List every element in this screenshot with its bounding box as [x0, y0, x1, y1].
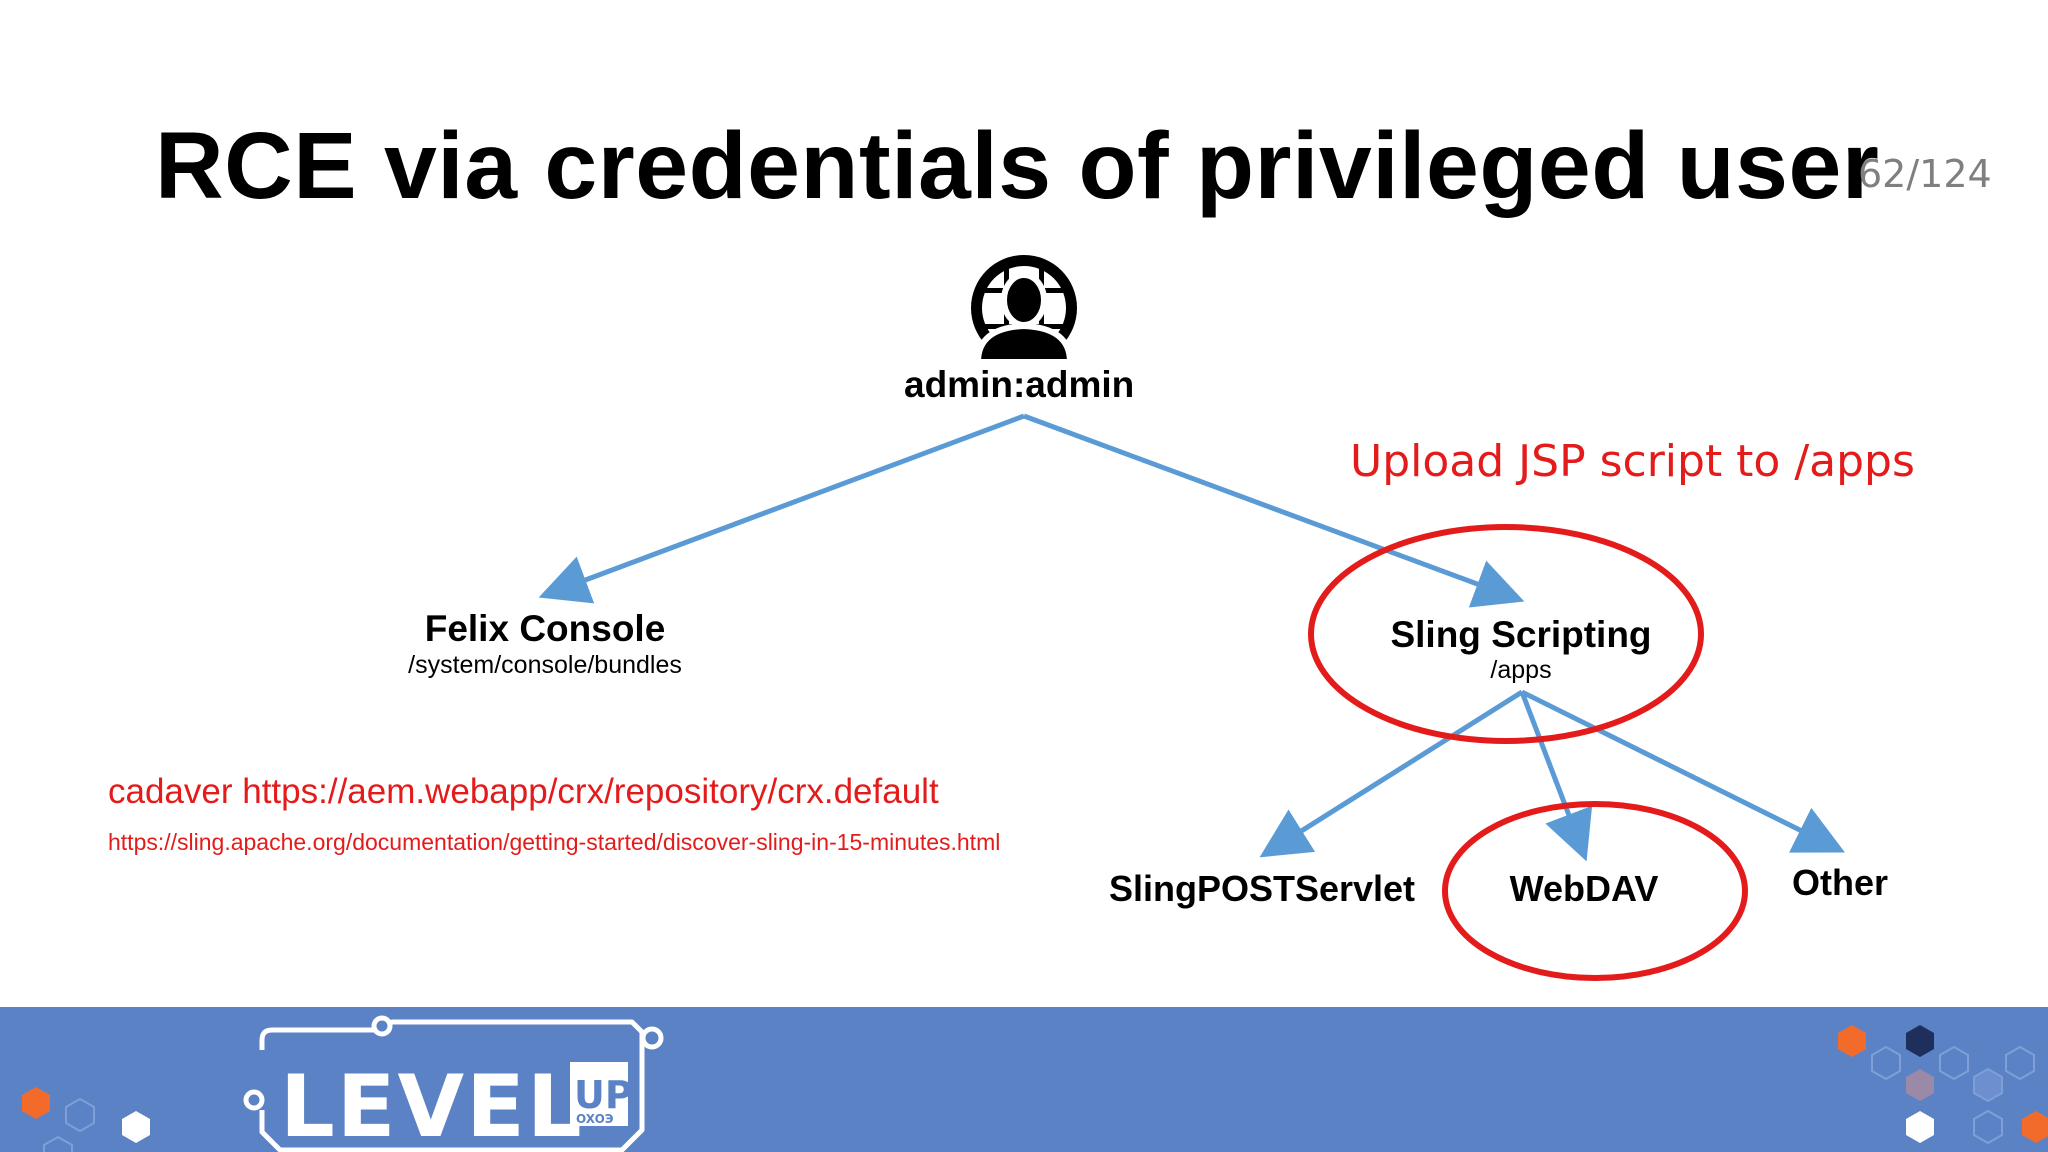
arrow-admin-to-sling [1023, 413, 1525, 608]
webdav-label: WebDAV [1509, 868, 1659, 909]
logo-small: OXOЭ [576, 1112, 614, 1126]
felix-console-path: /system/console/bundles [408, 651, 682, 679]
sling-scripting-path: /apps [1490, 656, 1552, 684]
upload-annotation: Upload JSP script to /apps [1350, 436, 1915, 487]
sling-scripting-label: Sling Scripting [1390, 614, 1652, 655]
arrow-admin-to-felix [538, 413, 1025, 604]
hexagon-decoration [22, 1025, 2048, 1152]
arrow-sling-to-post [1259, 689, 1524, 858]
arrow-sling-to-other [1520, 689, 1845, 853]
root-node-label: admin:admin [904, 364, 1135, 405]
page-number: 62/124 [1858, 152, 1992, 196]
slide-title: RCE via credentials of privileged user [155, 113, 1880, 219]
user-globe-icon [971, 255, 1077, 364]
highlight-circle-webdav [1442, 801, 1748, 981]
logo-up: UP [574, 1073, 633, 1117]
felix-console-label: Felix Console [424, 608, 666, 649]
arrow-sling-to-webdav [1519, 691, 1593, 862]
highlight-circle-sling [1308, 524, 1704, 744]
sling-docs-link[interactable]: https://sling.apache.org/documentation/g… [108, 829, 1001, 855]
cadaver-command: cadaver https://aem.webapp/crx/repositor… [108, 772, 939, 811]
logo-text: LEVEL [280, 1057, 584, 1152]
level-up-logo: LEVEL UP OXOЭ [243, 1015, 664, 1152]
other-label: Other [1791, 862, 1889, 903]
sling-post-servlet-label: SlingPOSTServlet [1108, 868, 1416, 909]
